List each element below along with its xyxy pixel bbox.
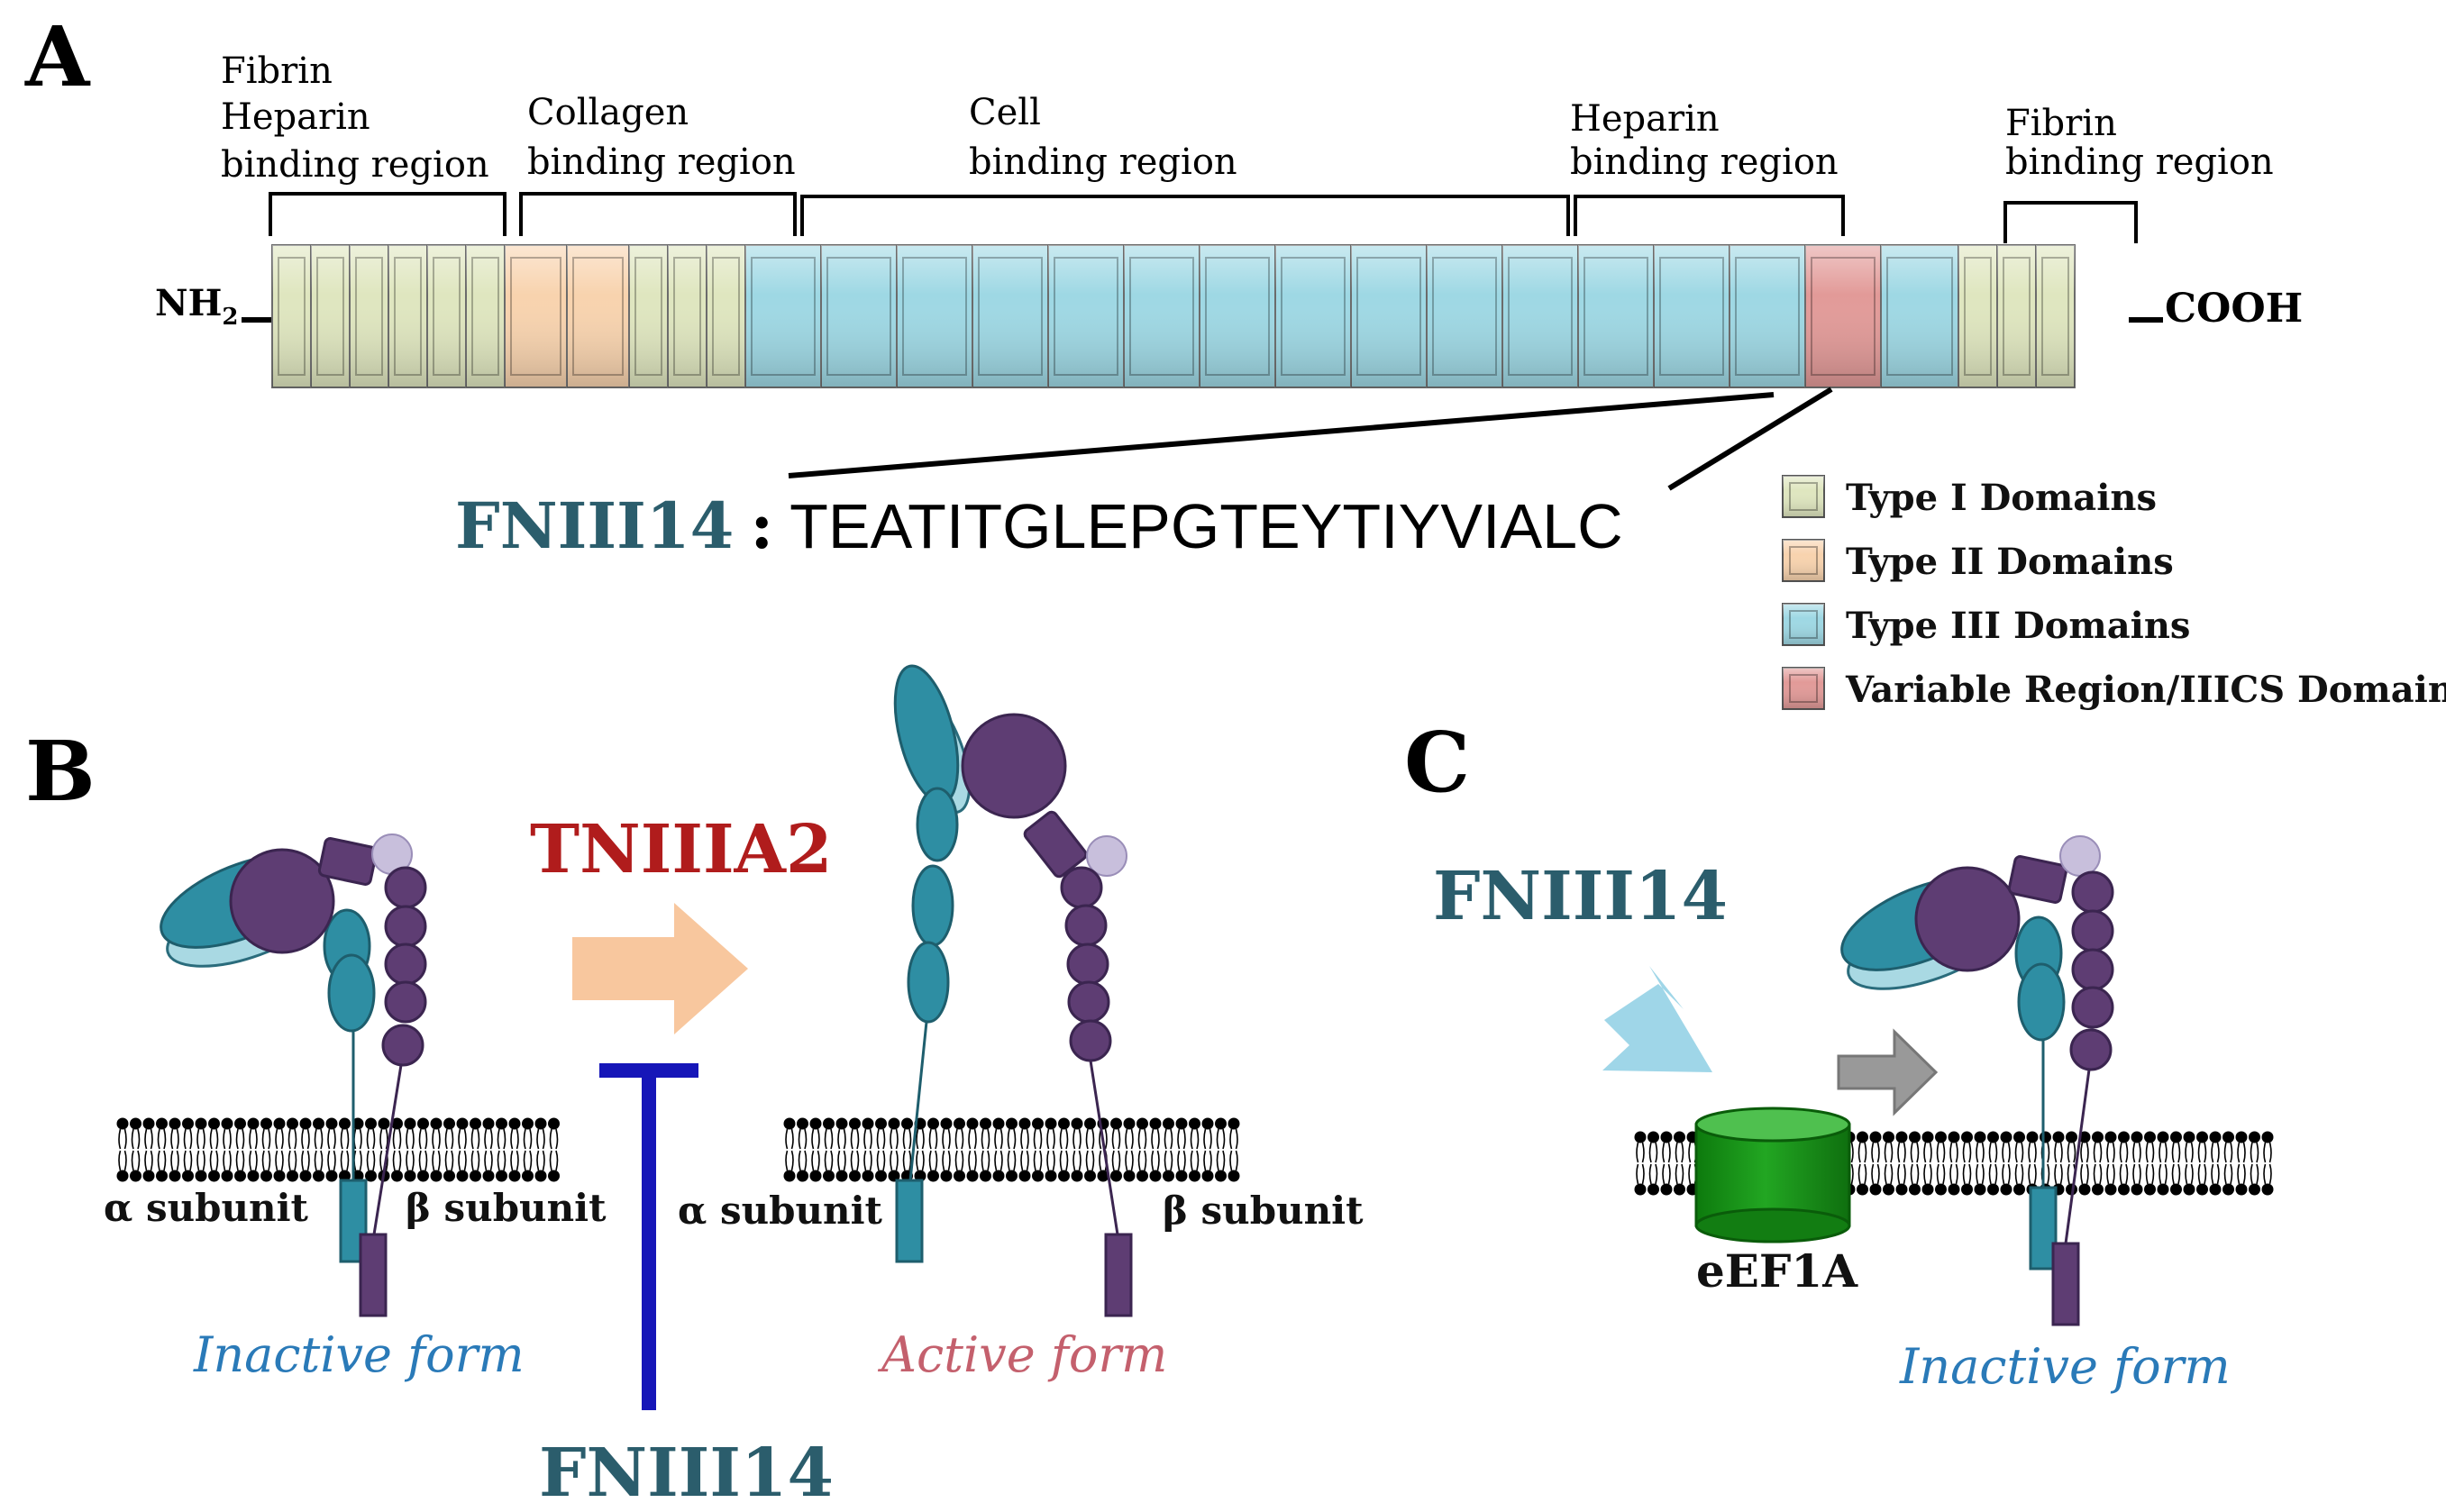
bracket-heparin [1574,195,1845,236]
region-label-fibrin: Fibrin binding region [2005,103,2274,183]
panel-label-a: A [24,8,91,105]
legend-label: Variable Region/IIICS Domain [1845,669,2446,711]
domain-type-3-box [1577,244,1655,388]
activation-arrow [572,903,748,1034]
peptide-sequence: TEATITGLEPGTEYTIYVIALC [789,491,1622,561]
n-terminus-label: NH2 [155,282,238,331]
panel-label-c: C [1404,714,1470,811]
domain-type-1-box [349,244,389,388]
bracket-fibrin [2003,201,2138,243]
domain-type-1-box [271,244,312,388]
beta-subunit-label-inactive: β subunit [406,1186,607,1230]
domain-type-3-box [1653,244,1730,388]
eef1a-label: eEF1A [1696,1244,1858,1298]
bracket-cell [800,195,1570,236]
panel-b: α subunit β subunit Inactive form TNIIIA… [104,664,1364,1512]
legend-label: Type I Domains [1846,477,2157,519]
domain-type-1-box [667,244,707,388]
domain-type-3-box [1123,244,1200,388]
legend-item: Type III Domains [1782,603,2190,647]
beta-subunit-label-active: β subunit [1163,1189,1364,1233]
legend-label: Type II Domains [1846,541,2174,583]
domain-type-3-box [1501,244,1579,388]
callout-line-left [788,392,1775,478]
alpha-subunit-label-active: α subunit [678,1189,883,1233]
bracket-fibrin-heparin [269,192,507,236]
domain-type-1-box [426,244,467,388]
eef1a-protein [1694,1107,1851,1243]
region-label-collagen: Collagen binding region [527,92,796,183]
domain-type-2-box [566,244,630,388]
peptide-colon: : [750,488,773,563]
domain-type-1-box [1996,244,2037,388]
domain-type-3-box [1274,244,1352,388]
signal-arrow [1837,1028,1939,1116]
inactive-form-caption-b: Inactive form [193,1326,525,1383]
legend-item: Type I Domains [1782,475,2157,519]
domain-type-3-box [972,244,1049,388]
integrin-inactive-c [1840,835,2114,1326]
alpha-subunit-label-inactive: α subunit [104,1186,309,1230]
domain-variable-box [1804,244,1882,388]
domain-type-3-box [820,244,898,388]
region-brackets [269,192,2138,243]
legend-label: Type III Domains [1846,605,2190,647]
c-terminus-label: COOH [2165,286,2303,332]
bracket-collagen [519,192,797,236]
fniii14-binding-arrow [1602,966,1712,1072]
fniii14-label-c: FNIII14 [1433,858,1728,935]
beta-subunit-inactive-c [1914,835,2114,1326]
fniii14-inhibitor-label: FNIII14 [539,1435,834,1512]
region-label-cell: Cell binding region [969,92,1237,183]
inactive-form-caption-c: Inactive form [1899,1338,2231,1395]
membrane-active [783,1117,1240,1182]
panel-label-b: B [25,723,96,820]
beta-subunit-active [961,713,1133,1317]
region-label-heparin: Heparin binding region [1570,98,1839,183]
domain-type-1-box [310,244,351,388]
panel-c: FNIII14 eEF1A [1433,835,2274,1395]
tniiia2-label: TNIIIA2 [530,811,832,888]
peptide-sequence-line: FNIII14:TEATITGLEPGTEYTIYVIALC [455,488,1623,563]
domain-type-1-box [2035,244,2076,388]
domain-type-3-box [1426,244,1503,388]
active-form-caption: Active form [877,1326,1167,1383]
domain-type-3-box [896,244,973,388]
domain-type-1-box [628,244,669,388]
domain-type-3-box [1199,244,1276,388]
domain-type-3-box [1880,244,1959,388]
panel-a: Fibrin Heparin binding region Collagen b… [155,50,2446,711]
alpha-subunit-active [893,664,972,1263]
domain-strip [271,244,2076,388]
callout-line-right [1667,387,1833,491]
integrin-active [893,664,1133,1317]
domain-type-1-box [465,244,506,388]
domain-type-2-box [504,244,568,388]
domain-type-1-box [388,244,428,388]
domain-type-1-box [706,244,746,388]
beta-subunit-inactive [229,833,427,1317]
domain-type-3-box [1350,244,1428,388]
domain-type-3-box [1729,244,1806,388]
integrin-inactive-b [160,833,427,1317]
membrane-inactive [116,1117,560,1182]
domain-type-1-box [1958,244,1998,388]
legend-item: Variable Region/IIICS Domain [1782,667,2446,711]
domain-type-3-box [744,244,822,388]
peptide-name: FNIII14 [455,488,734,563]
domain-type-3-box [1047,244,1125,388]
region-label-fibrin-heparin: Fibrin Heparin binding region [221,50,489,186]
legend-item: Type II Domains [1782,539,2174,583]
